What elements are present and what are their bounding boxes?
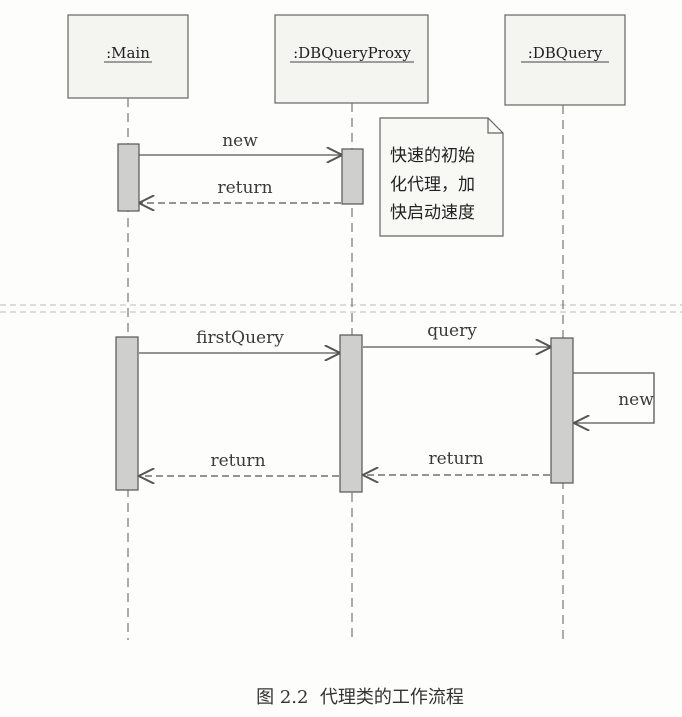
message-return-3: return	[140, 451, 339, 476]
message-self-new: new	[573, 372, 655, 423]
message-return-3-label: return	[210, 451, 265, 471]
activation-main-1	[117, 143, 140, 212]
figure-caption: 图 2.2 代理类的工作流程	[256, 687, 464, 708]
message-return-2: return	[364, 449, 550, 475]
message-return-1-label: return	[217, 178, 272, 198]
message-query: query	[363, 321, 550, 347]
object-main: :Main	[67, 14, 189, 99]
object-proxy: :DBQueryProxy	[274, 14, 429, 104]
object-dbquery: :DBQuery	[504, 14, 626, 106]
message-new: new	[139, 131, 341, 155]
message-firstquery-label: firstQuery	[196, 328, 284, 348]
message-return-2-label: return	[428, 449, 483, 469]
activation-main-2	[115, 336, 139, 491]
message-new-label: new	[222, 131, 258, 151]
note-box: 快速的初始 化代理，加 快启动速度	[379, 117, 504, 237]
activation-dbquery	[550, 337, 574, 484]
message-query-label: query	[427, 321, 477, 341]
activation-proxy-1	[341, 148, 364, 205]
object-main-label: :Main	[106, 44, 150, 62]
object-dbquery-label: :DBQuery	[528, 44, 603, 62]
note-line-3: 快启动速度	[390, 203, 475, 223]
note-line-1: 快速的初始	[390, 146, 475, 166]
message-self-new-label: new	[618, 390, 654, 410]
note-line-2: 化代理，加	[390, 175, 475, 195]
message-return-1: return	[140, 178, 341, 203]
object-proxy-label: :DBQueryProxy	[293, 44, 411, 62]
message-firstquery: firstQuery	[139, 328, 339, 353]
activation-proxy-2	[339, 334, 363, 493]
